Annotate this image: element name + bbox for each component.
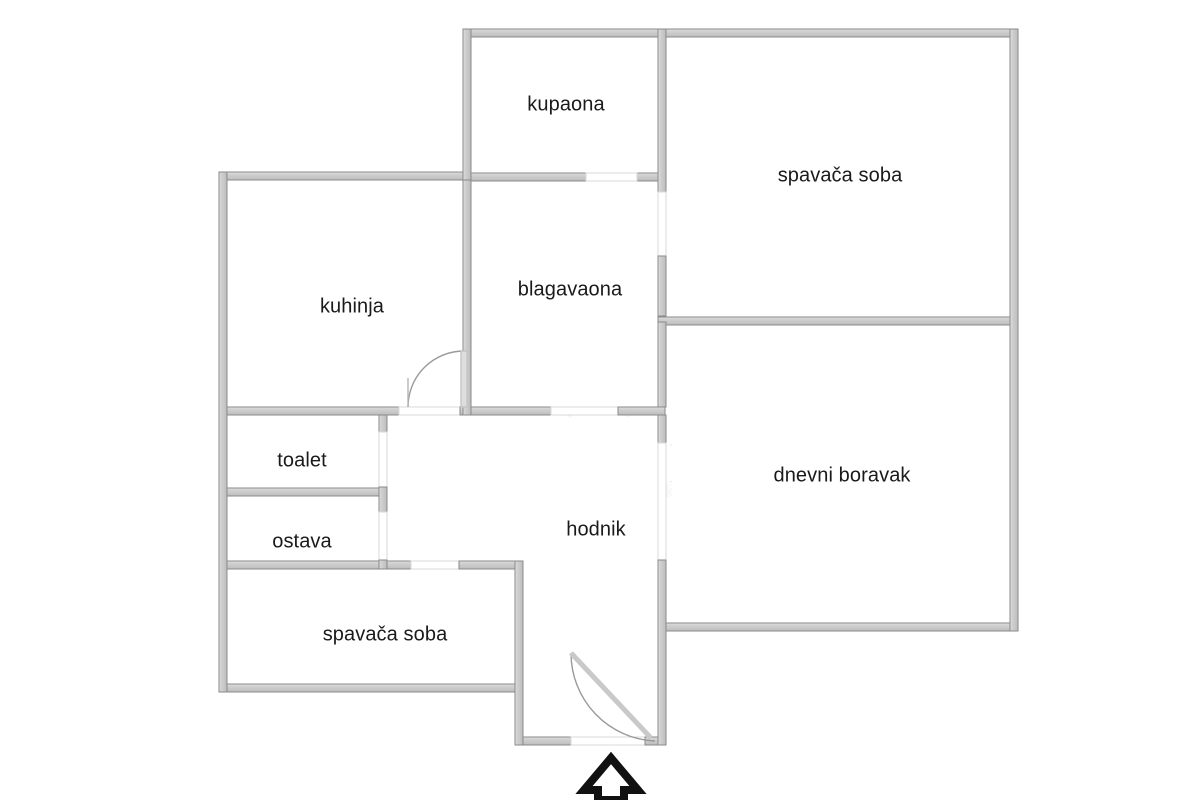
walls-horizontal — [218, 28, 1019, 746]
door-swings — [407, 350, 656, 742]
entrance-arrow-icon — [575, 751, 647, 800]
walls-vertical — [218, 28, 1019, 746]
